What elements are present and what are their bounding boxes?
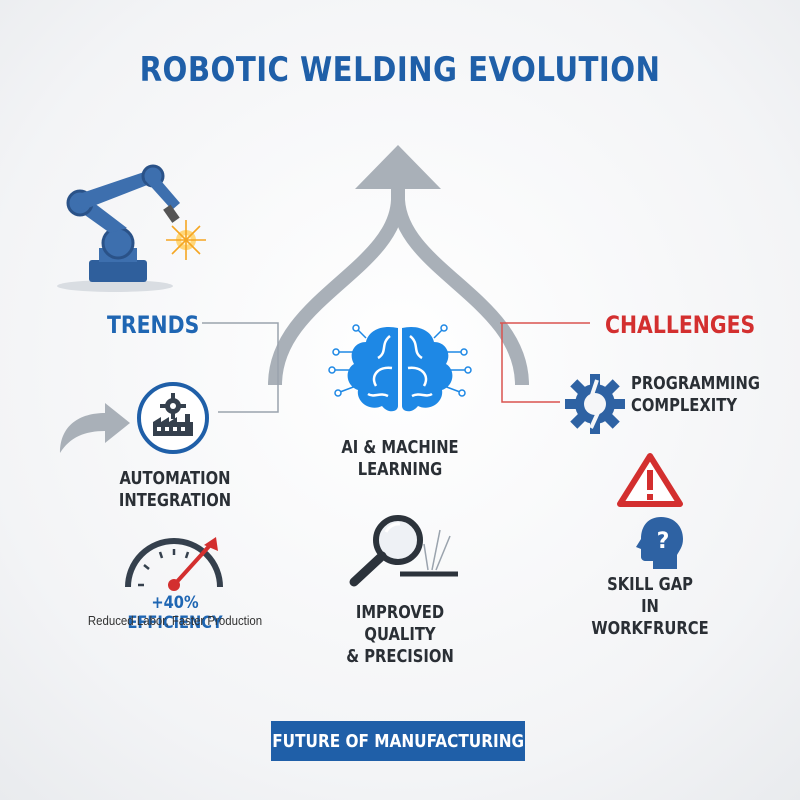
factory-gear-icon — [137, 382, 209, 454]
challenges-heading: CHALLENGES — [605, 311, 756, 339]
skill-gap-label: SKILL GAP IN WORKFRURCE — [591, 574, 709, 639]
magnifier-icon — [349, 515, 458, 587]
programming-label: PROGRAMMING COMPLEXITY — [631, 373, 760, 416]
efficiency-detail: Reduced Labor, Faster Production — [87, 613, 263, 628]
head-question-icon: ? — [636, 517, 683, 569]
broken-gear-icon — [565, 374, 625, 434]
curved-arrow-icon — [60, 403, 130, 453]
quality-label: IMPROVED QUALITY & PRECISION — [346, 602, 454, 667]
efficiency-value: +40% EFFICIENCY — [127, 593, 223, 633]
footer-label: FUTURE OF MANUFACTURING — [272, 730, 524, 752]
svg-text:?: ? — [657, 529, 670, 554]
spark-icon — [166, 220, 206, 260]
trends-heading: TRENDS — [107, 311, 200, 339]
brain-circuit-icon — [328, 324, 472, 412]
warning-icon — [617, 453, 683, 507]
automation-label: AUTOMATION INTEGRATION — [118, 468, 232, 511]
page-title: ROBOTIC WELDING EVOLUTION — [139, 50, 661, 90]
robot-arm-icon — [57, 164, 180, 292]
gauge-icon — [125, 537, 223, 591]
ai-label: AI & MACHINE LEARNING — [341, 437, 459, 480]
footer-banner: FUTURE OF MANUFACTURING — [271, 721, 525, 761]
